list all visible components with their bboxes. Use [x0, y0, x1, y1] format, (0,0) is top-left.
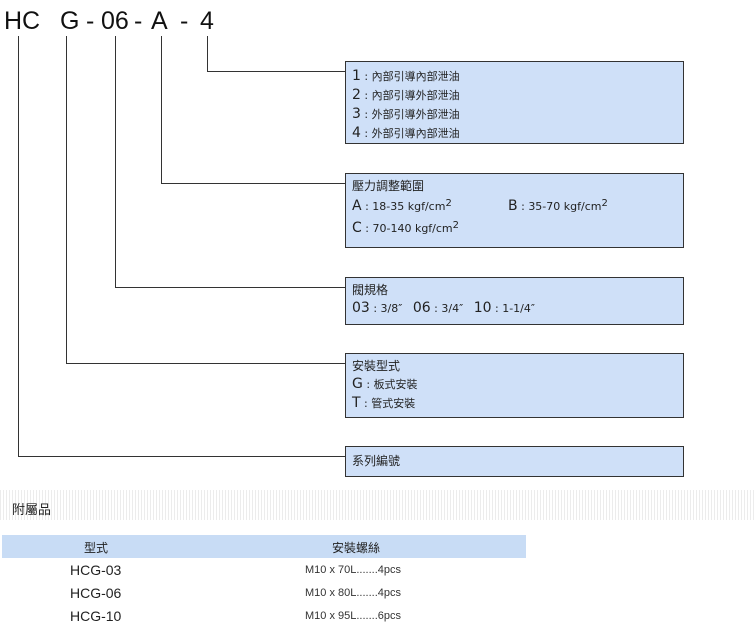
- code-mount: G: [60, 7, 80, 35]
- drain-option: 2 : 內部引導外部泄油: [352, 87, 460, 103]
- accessories-table-header: [2, 535, 526, 558]
- bolts-cell: M10 x 95L.......6pcs: [305, 610, 401, 622]
- mount-option: T : 管式安裝: [352, 395, 416, 411]
- model-cell: HCG-10: [70, 608, 122, 624]
- size-option: 06 : 3/4″: [412, 300, 464, 316]
- column-header-model: 型式: [84, 541, 109, 555]
- code-separator: -: [86, 7, 95, 35]
- pressure-option: B : 35-70 kgf/cm2: [508, 198, 608, 214]
- accessories-header-bar: [0, 490, 755, 520]
- column-header-bolts: 安裝螺絲: [332, 541, 381, 555]
- connector-mount: [66, 36, 345, 364]
- code-pressure: A: [151, 7, 168, 35]
- code-drain: 4: [200, 7, 214, 35]
- code-size: 06: [101, 7, 129, 35]
- code-separator: -: [180, 7, 189, 35]
- drain-type-box: 1 : 內部引導內部泄油 2 : 內部引導外部泄油 3 : 外部引導外部泄油 4…: [345, 61, 684, 144]
- pressure-option: C : 70-140 kgf/cm2: [352, 220, 460, 236]
- code-series: HC: [4, 7, 41, 35]
- series-number-box: 系列編號: [345, 446, 684, 477]
- bolts-cell: M10 x 80L.......4pcs: [305, 587, 401, 599]
- model-cell: HCG-06: [70, 585, 122, 601]
- series-number-title: 系列編號: [352, 454, 401, 468]
- model-cell: HCG-03: [70, 562, 122, 578]
- bolts-cell: M10 x 70L.......4pcs: [305, 564, 401, 576]
- valve-size-title: 閥規格: [352, 283, 389, 297]
- drain-option: 3 : 外部引導外部泄油: [352, 106, 460, 122]
- pressure-option: A : 18-35 kgf/cm2: [352, 198, 452, 214]
- pressure-range-title: 壓力調整範圍: [352, 179, 425, 193]
- drain-option: 4 : 外部引導內部泄油: [352, 125, 460, 141]
- connector-size: [115, 36, 345, 288]
- connector-pressure: [161, 36, 345, 184]
- size-option: 10 : 1-1/4″: [473, 300, 535, 316]
- code-separator: -: [134, 7, 143, 35]
- drain-option: 1 : 內部引導內部泄油: [352, 68, 460, 84]
- pressure-range-box: 壓力調整範圍 A : 18-35 kgf/cm2 B : 35-70 kgf/c…: [345, 173, 684, 248]
- size-option: 03 : 3/8″: [352, 300, 403, 316]
- valve-size-box: 閥規格 03 : 3/8″ 06 : 3/4″ 10 : 1-1/4″: [345, 277, 684, 325]
- mounting-type-title: 安裝型式: [352, 359, 401, 373]
- connector-series: [18, 36, 345, 457]
- connector-drain: [207, 36, 345, 72]
- mount-option: G : 板式安裝: [352, 376, 418, 392]
- mounting-type-box: 安裝型式 G : 板式安裝 T : 管式安裝: [345, 353, 684, 418]
- accessories-title: 附屬品: [12, 503, 52, 518]
